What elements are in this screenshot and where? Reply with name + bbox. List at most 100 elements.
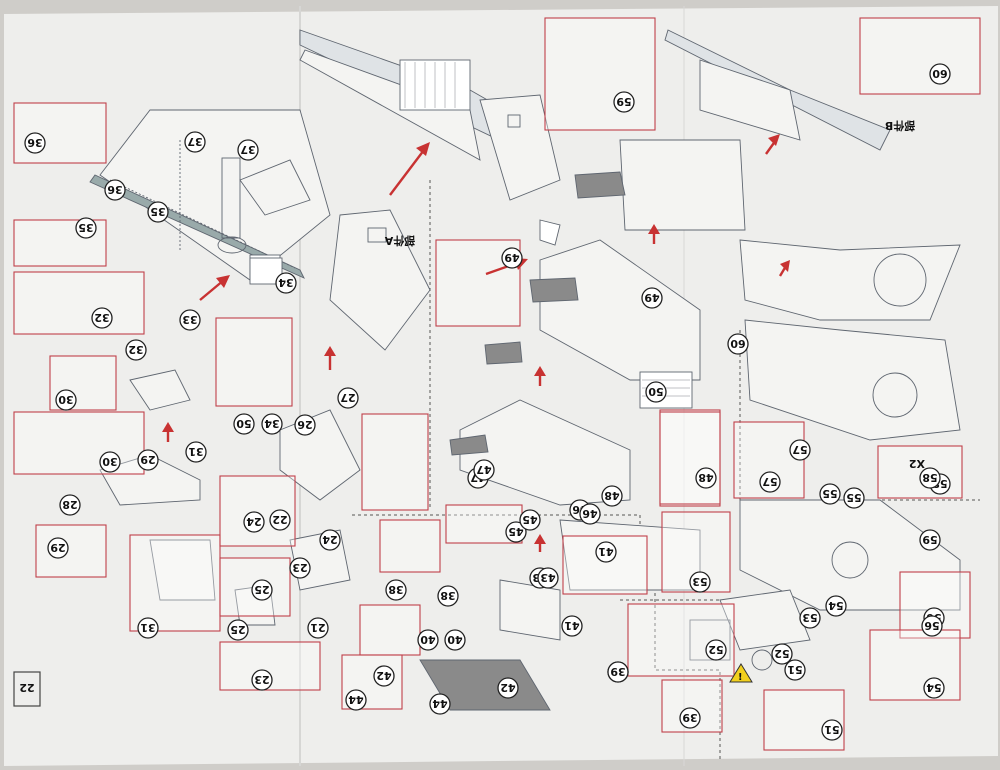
step-circle <box>251 579 273 601</box>
step-number-45: 45 <box>519 509 541 531</box>
step-circle <box>537 567 559 589</box>
step-circle <box>24 132 46 154</box>
step-label: 29 <box>50 541 65 554</box>
step-circle <box>825 595 847 617</box>
step-label: 27 <box>340 391 355 404</box>
step-circle <box>561 615 583 637</box>
step-circle <box>47 537 69 559</box>
step-label: 37 <box>240 143 255 156</box>
step-label: 29 <box>140 453 155 466</box>
step-number-38: 38 <box>437 585 459 607</box>
assembly-arrows <box>162 134 790 552</box>
step-circle <box>104 179 126 201</box>
step-number-51: 51 <box>821 719 843 741</box>
step-number-52: 52 <box>771 643 793 665</box>
step-circle <box>137 617 159 639</box>
step-number-27: 27 <box>337 387 359 409</box>
step-number-54: 54 <box>923 677 945 699</box>
step-circle <box>771 643 793 665</box>
step-label: 55 <box>846 491 861 504</box>
step-number-29: 29 <box>137 449 159 471</box>
step-label: 41 <box>564 619 579 632</box>
step-number-53: 53 <box>689 571 711 593</box>
step-number-30: 30 <box>55 389 77 411</box>
step-label: 57 <box>792 443 807 456</box>
step-label: 49 <box>504 251 519 264</box>
step-circle <box>319 529 341 551</box>
step-number-33: 33 <box>179 309 201 331</box>
step-number-52: 52 <box>705 639 727 661</box>
step-circle <box>843 487 865 509</box>
step-number-44: 44 <box>429 693 451 715</box>
step-circle <box>923 677 945 699</box>
bridge-assembly-drawing <box>249 29 561 351</box>
hangar-assembly-drawing <box>419 239 701 711</box>
step-number-30: 30 <box>99 451 121 473</box>
step-label: 49 <box>644 291 659 304</box>
step-label: 48 <box>604 489 619 502</box>
step-label: 57 <box>762 475 777 488</box>
step-number-39: 39 <box>607 661 629 683</box>
step-circle <box>919 529 941 551</box>
step-number-59: 59 <box>613 91 635 113</box>
step-label: 46 <box>582 507 598 520</box>
step-circle <box>337 387 359 409</box>
step-circle <box>799 607 821 629</box>
step-label: 44 <box>432 697 448 710</box>
step-number-45: 45 <box>505 521 527 543</box>
step-circle <box>705 639 727 661</box>
step-label: 60 <box>730 337 746 350</box>
step-number-24: 24 <box>319 529 341 551</box>
step-number-60: 60 <box>929 63 951 85</box>
step-circle <box>55 389 77 411</box>
step-label: 58 <box>922 471 937 484</box>
step-number-53: 53 <box>799 607 821 629</box>
step-circle <box>307 617 329 639</box>
step-label: 35 <box>150 205 165 218</box>
step-label: 31 <box>188 445 203 458</box>
step-circle <box>727 333 749 355</box>
step-number-42: 42 <box>373 665 395 687</box>
step-label: 23 <box>254 673 269 686</box>
step-label: 41 <box>598 545 613 558</box>
step-label: 37 <box>187 135 202 148</box>
step-circle <box>821 719 843 741</box>
step-number-40: 40 <box>444 629 466 651</box>
step-label: 60 <box>932 67 948 80</box>
step-number-37: 37 <box>237 139 259 161</box>
step-label: 54 <box>828 599 844 612</box>
step-label: 59 <box>922 533 937 546</box>
step-label: 31 <box>140 621 155 634</box>
step-label: 39 <box>682 711 697 724</box>
step-label: 55 <box>822 487 837 500</box>
step-label: 30 <box>58 393 74 406</box>
step-label: 52 <box>774 647 789 660</box>
step-number-37: 37 <box>184 131 206 153</box>
step-circle <box>473 459 495 481</box>
step-label: 50 <box>648 385 664 398</box>
step-circle <box>613 91 635 113</box>
step-label: 36 <box>27 136 43 149</box>
step-circle <box>784 659 806 681</box>
step-circle <box>501 247 523 269</box>
step-circle <box>641 287 663 309</box>
step-label: 24 <box>246 515 262 528</box>
step-number-23: 23 <box>289 557 311 579</box>
step-circle <box>601 485 623 507</box>
step-label: 28 <box>62 498 77 511</box>
step-number-26: 26 <box>294 414 316 436</box>
step-circle <box>373 665 395 687</box>
step-number-41: 41 <box>561 615 583 637</box>
step-number-57: 57 <box>759 471 781 493</box>
step-label: 45 <box>508 525 523 538</box>
step-circle <box>243 511 265 533</box>
sub-b-drawing <box>574 29 961 441</box>
step-label: 24 <box>322 533 338 546</box>
step-label: 25 <box>230 623 245 636</box>
step-circle <box>437 585 459 607</box>
step-label: 54 <box>926 681 942 694</box>
step-number-29: 29 <box>47 537 69 559</box>
warning-triangle-icon <box>729 663 753 683</box>
step-circle <box>679 707 701 729</box>
step-circle <box>595 541 617 563</box>
